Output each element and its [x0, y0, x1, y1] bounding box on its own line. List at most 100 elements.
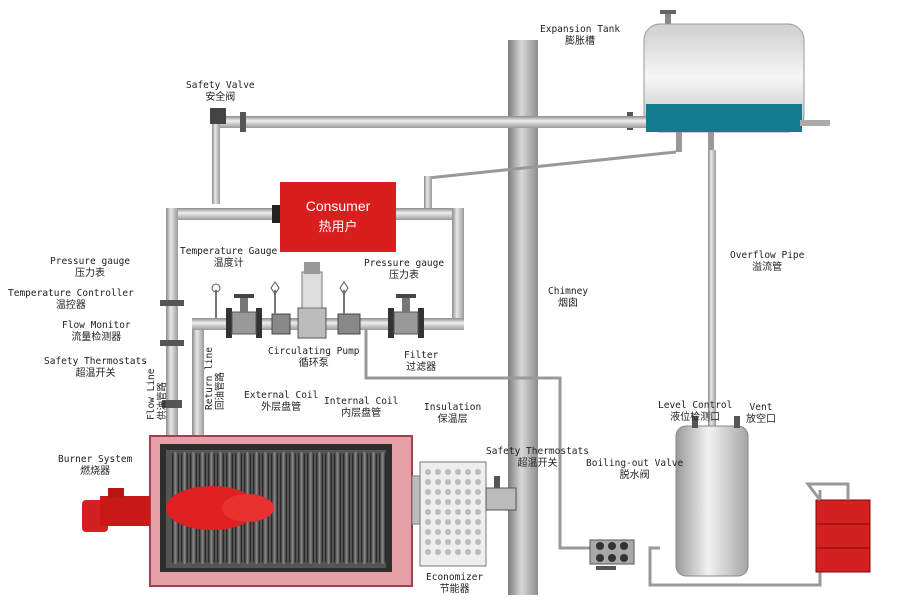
- valve-right: [388, 294, 424, 338]
- economizer-tube: [445, 519, 451, 525]
- economizer-tube: [465, 499, 471, 505]
- economizer-tube: [445, 499, 451, 505]
- circulating-pump: [297, 262, 327, 339]
- consumer-label: Consumer 热用户: [280, 182, 396, 252]
- coil-tube: [271, 452, 278, 564]
- consumer-box: [280, 182, 396, 252]
- label-return-line: Return line 回油管路: [204, 347, 226, 410]
- economizer-tube: [425, 519, 431, 525]
- return-line-pipe: [192, 318, 204, 438]
- economizer-tube: [475, 479, 481, 485]
- economizer-tube: [445, 479, 451, 485]
- economizer-tube: [475, 529, 481, 535]
- economizer-tube: [425, 499, 431, 505]
- coil-tube: [370, 452, 377, 564]
- boiling-out-valve: [589, 539, 635, 570]
- economizer-tube: [435, 509, 441, 515]
- economizer-tube: [435, 549, 441, 555]
- economizer-tube: [465, 529, 471, 535]
- burner-flame: [166, 486, 274, 530]
- economizer-tube: [435, 529, 441, 535]
- coil-tube: [289, 452, 296, 564]
- coil-tube: [298, 452, 305, 564]
- coil-tube: [316, 452, 323, 564]
- coil-tube: [352, 452, 359, 564]
- economizer-tube: [475, 509, 481, 515]
- coil-tube: [307, 452, 314, 564]
- coil-tube: [280, 452, 287, 564]
- economizer-tube: [475, 519, 481, 525]
- economizer-tube: [465, 549, 471, 555]
- economizer-tube: [465, 509, 471, 515]
- economizer-tube: [475, 539, 481, 545]
- economizer-tube: [465, 469, 471, 475]
- economizer-tube: [435, 539, 441, 545]
- economizer-tube: [445, 469, 451, 475]
- economizer-tube: [455, 549, 461, 555]
- economizer-tube: [425, 529, 431, 535]
- economizer-tube: [465, 489, 471, 495]
- economizer-tube: [445, 509, 451, 515]
- valve-left: [226, 294, 262, 338]
- economizer-tube: [425, 479, 431, 485]
- economizer-tube: [425, 509, 431, 515]
- safety-valve-line: [212, 116, 646, 128]
- consumer-label-en: Consumer: [305, 198, 371, 214]
- economizer-tube: [455, 529, 461, 535]
- economizer-tube: [465, 519, 471, 525]
- coil-tube: [325, 452, 332, 564]
- economizer-tube: [475, 549, 481, 555]
- economizer-tube: [455, 539, 461, 545]
- economizer-tube: [465, 539, 471, 545]
- economizer-tube: [445, 489, 451, 495]
- economizer-tube: [475, 499, 481, 505]
- expansion-tank: [627, 10, 830, 152]
- economizer-tube: [475, 489, 481, 495]
- coil-tube: [379, 452, 386, 564]
- coil-tube: [334, 452, 341, 564]
- economizer-tube: [435, 479, 441, 485]
- economizer-tube: [425, 549, 431, 555]
- economizer-tube: [475, 469, 481, 475]
- economizer-tube: [445, 529, 451, 535]
- coil-tube: [343, 452, 350, 564]
- boiling-out-tank: [675, 416, 749, 577]
- burner-system: [82, 488, 150, 532]
- economizer-tube: [435, 499, 441, 505]
- economizer-tube: [455, 479, 461, 485]
- economizer-tube: [455, 489, 461, 495]
- economizer-tube: [455, 499, 461, 505]
- economizer: [411, 461, 517, 567]
- label-flow-line: Flow Line 供油管路: [146, 368, 168, 420]
- economizer-tube: [425, 469, 431, 475]
- economizer-tube: [465, 479, 471, 485]
- flow-line-pipe: [166, 208, 178, 438]
- economizer-tube: [445, 549, 451, 555]
- economizer-tube: [435, 469, 441, 475]
- economizer-tube: [425, 539, 431, 545]
- economizer-tube: [455, 519, 461, 525]
- economizer-tube: [425, 489, 431, 495]
